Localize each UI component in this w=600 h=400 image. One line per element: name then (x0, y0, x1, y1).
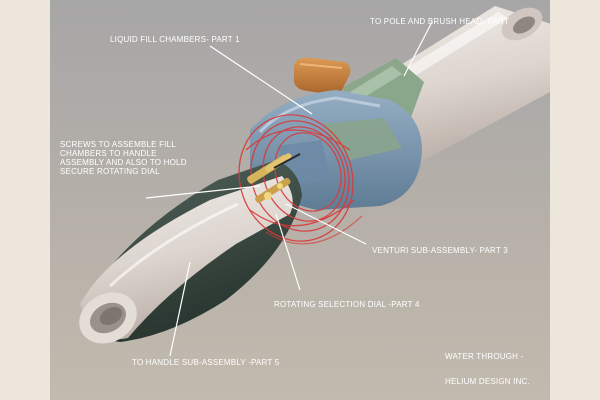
credit-line-1: WATER THROUGH - (445, 352, 524, 361)
credit-line-2: HELIUM DESIGN INC. (445, 377, 530, 386)
label-rotating-dial: ROTATING SELECTION DIAL -PART 4 (274, 300, 420, 309)
label-venturi: VENTURI SUB-ASSEMBLY- PART 3 (372, 246, 508, 255)
venturi-assembly (247, 153, 301, 203)
leader-lines (145, 21, 433, 357)
fill-cap (293, 57, 351, 95)
label-screws: SCREWS TO ASSEMBLE FILL CHAMBERS TO HAND… (60, 140, 187, 176)
label-pole-brush-head: TO POLE AND BRUSH HEAD- PART (370, 17, 509, 26)
diagram-panel: LIQUID FILL CHAMBERS- PART 1 TO POLE AND… (50, 0, 550, 400)
rotating-selection-dial (238, 114, 363, 245)
handle-tube (79, 176, 293, 344)
label-handle-sub-assembly: TO HANDLE SUB-ASSEMBLY -PART 5 (132, 358, 280, 367)
label-liquid-fill-chambers: LIQUID FILL CHAMBERS- PART 1 (110, 35, 240, 44)
exploded-view-illustration (79, 6, 550, 357)
